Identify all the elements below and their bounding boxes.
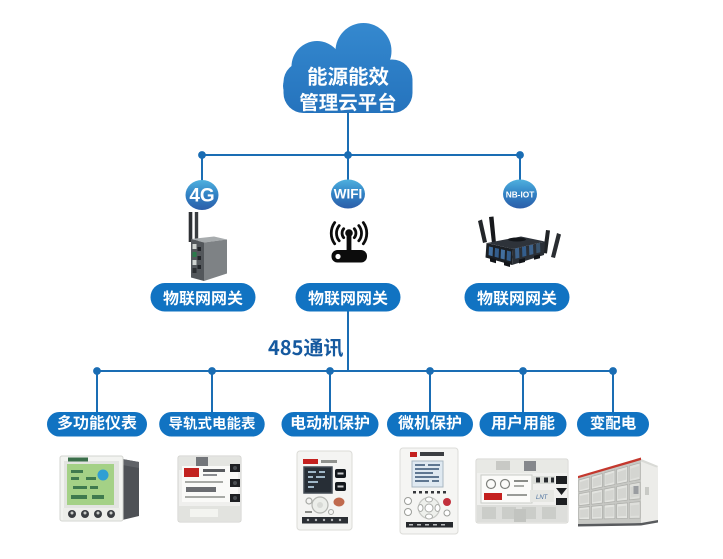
svg-text:LNT: LNT [536,495,549,501]
svg-text:WIFI: WIFI [334,187,363,202]
svg-text:4G: 4G [189,186,214,207]
svg-text:NB-IOT: NB-IOT [506,189,535,199]
